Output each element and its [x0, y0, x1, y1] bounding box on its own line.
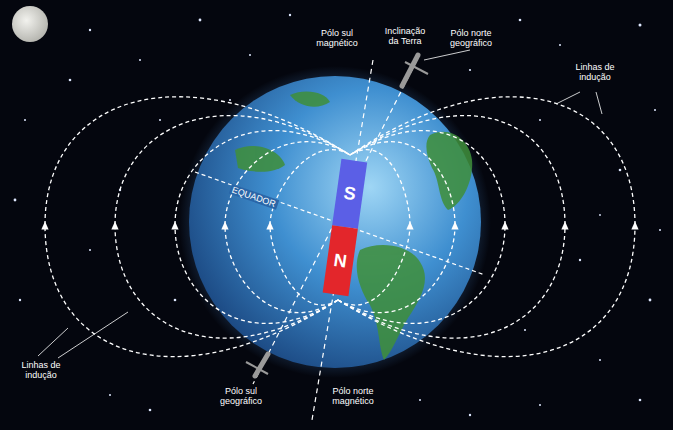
field-lines [45, 97, 635, 357]
magnetic-axis [312, 60, 373, 420]
field-label: Linhas de indução [12, 360, 70, 381]
axis-rod-bars [246, 62, 428, 374]
axes [253, 60, 417, 420]
leader-lines [38, 50, 602, 358]
pole-label: Pólo norte magnético [322, 386, 384, 407]
earth-globe [189, 76, 481, 368]
pole-letter: S [342, 183, 357, 205]
axis-label: Inclinação da Terra [380, 26, 430, 47]
pole-label: Pólo sul geográfico [210, 386, 272, 407]
rotation-axis [253, 60, 417, 384]
earth-glow [179, 66, 491, 378]
stars [14, 14, 661, 416]
pole-label: Pólo norte geográfico [440, 28, 502, 49]
field-label: Linhas de indução [566, 62, 624, 83]
pole-label: Pólo sul magnético [312, 28, 362, 49]
axis-rods [255, 55, 418, 376]
pole-letter: N [332, 249, 348, 272]
moon [12, 6, 48, 42]
